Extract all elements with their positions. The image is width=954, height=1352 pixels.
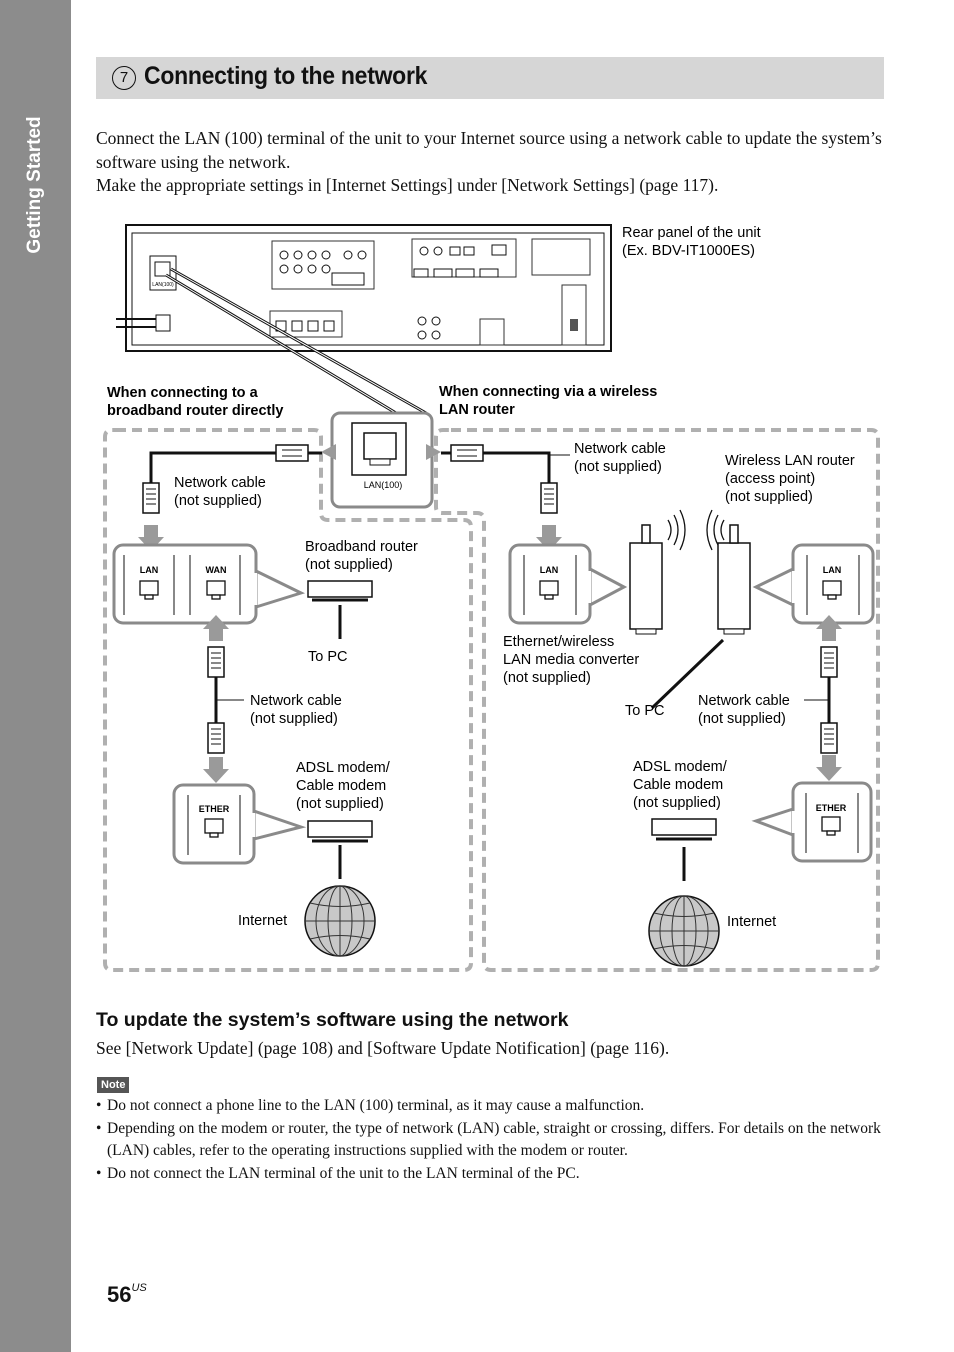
converter-label: Ethernet/wireless <box>503 634 614 650</box>
wireless-router-label: (access point) <box>725 471 815 487</box>
adsl-modem-left <box>306 819 374 843</box>
page-suffix: US <box>131 1282 147 1294</box>
globe-icon <box>304 885 376 957</box>
left-heading: broadband router directly <box>107 403 283 419</box>
lan100-label: LAN(100) <box>364 480 403 490</box>
panel-lan-text: LAN(100) <box>152 282 174 288</box>
note-badge: Note <box>97 1077 130 1093</box>
left-dashed-region <box>103 428 473 972</box>
wireless-router-port-panel: LAN <box>752 543 875 625</box>
media-converter <box>629 509 686 635</box>
page-number-value: 56 <box>107 1282 132 1307</box>
lan-port-label: LAN <box>140 565 159 575</box>
not-supplied-label: (not supplied) <box>725 489 813 505</box>
to-pc-label: To PC <box>308 649 348 665</box>
not-supplied-label: (not supplied) <box>574 459 662 475</box>
network-cable-label: Network cable <box>174 475 266 491</box>
not-supplied-label: (not supplied) <box>296 796 384 812</box>
not-supplied-label: (not supplied) <box>633 795 721 811</box>
cable-to-unit-right <box>441 444 558 514</box>
section-title: Connecting to the network <box>144 62 428 90</box>
right-dashed-region <box>434 428 880 972</box>
not-supplied-label: (not supplied) <box>174 493 262 509</box>
not-supplied-label: (not supplied) <box>305 557 393 573</box>
to-pc-label: To PC <box>625 703 665 719</box>
modem-port-panel: ETHER <box>172 783 307 865</box>
network-cable-label: Network cable <box>698 693 790 709</box>
rear-panel-example: (Ex. BDV-IT1000ES) <box>622 243 755 259</box>
cable-to-unit-left <box>142 444 322 514</box>
note-item: Depending on the modem or router, the ty… <box>96 1118 896 1163</box>
wan-port-label: WAN <box>206 565 227 575</box>
ether-port-label: ETHER <box>199 804 230 814</box>
sidebar-label: Getting Started <box>24 116 45 254</box>
wireless-router-label: Wireless LAN router <box>725 453 855 469</box>
adsl-modem-right <box>650 817 718 841</box>
internet-label: Internet <box>727 914 776 930</box>
sidebar-tab: Getting Started <box>0 0 71 1352</box>
adsl-label: ADSL modem/ <box>296 760 391 776</box>
rear-panel-label: Rear panel of the unit <box>622 225 761 241</box>
intro-text: Connect the LAN (100) terminal of the un… <box>96 127 896 198</box>
converter-port-panel: LAN <box>508 543 628 625</box>
converter-label: LAN media converter <box>503 652 639 668</box>
adsl-label: Cable modem <box>633 777 723 793</box>
lan-port-label: LAN <box>823 565 842 575</box>
network-cable-label: Network cable <box>574 441 666 457</box>
router-port-panel: LAN WAN <box>112 543 306 625</box>
lan-port-label: LAN <box>540 565 559 575</box>
internet-label: Internet <box>238 913 287 929</box>
adsl-label: ADSL modem/ <box>633 759 728 775</box>
not-supplied-label: (not supplied) <box>698 711 786 727</box>
broadband-router <box>307 580 373 639</box>
network-connection-diagram: LAN(100) Rear panel of the unit (Ex. BDV… <box>103 224 880 972</box>
not-supplied-label: (not supplied) <box>250 711 338 727</box>
adsl-label: Cable modem <box>296 778 386 794</box>
intro-paragraph: Connect the LAN (100) terminal of the un… <box>96 128 882 172</box>
update-text: See [Network Update] (page 108) and [Sof… <box>96 1038 670 1058</box>
update-heading: To update the system’s software using th… <box>96 1009 569 1031</box>
note-item: Do not connect a phone line to the LAN (… <box>96 1095 896 1118</box>
ether-port-label: ETHER <box>816 803 847 813</box>
broadband-router-label: Broadband router <box>305 539 418 555</box>
network-cable-label: Network cable <box>250 693 342 709</box>
left-heading: When connecting to a <box>107 385 259 401</box>
note-item: Do not connect the LAN terminal of the u… <box>96 1163 896 1186</box>
page-number: 56US <box>107 1282 147 1308</box>
intro-paragraph: Make the appropriate settings in [Intern… <box>96 175 719 195</box>
not-supplied-label: (not supplied) <box>503 670 591 686</box>
globe-icon <box>648 895 720 967</box>
step-number: 7 <box>112 66 136 90</box>
modem-port-panel-right: ETHER <box>751 781 873 863</box>
wireless-router <box>706 509 751 635</box>
right-heading: LAN router <box>439 402 515 418</box>
right-heading: When connecting via a wireless <box>439 384 657 400</box>
notes-list: Do not connect a phone line to the LAN (… <box>96 1095 896 1185</box>
section-title-bar: 7 Connecting to the network <box>96 57 884 99</box>
rear-panel: LAN(100) <box>116 224 612 352</box>
